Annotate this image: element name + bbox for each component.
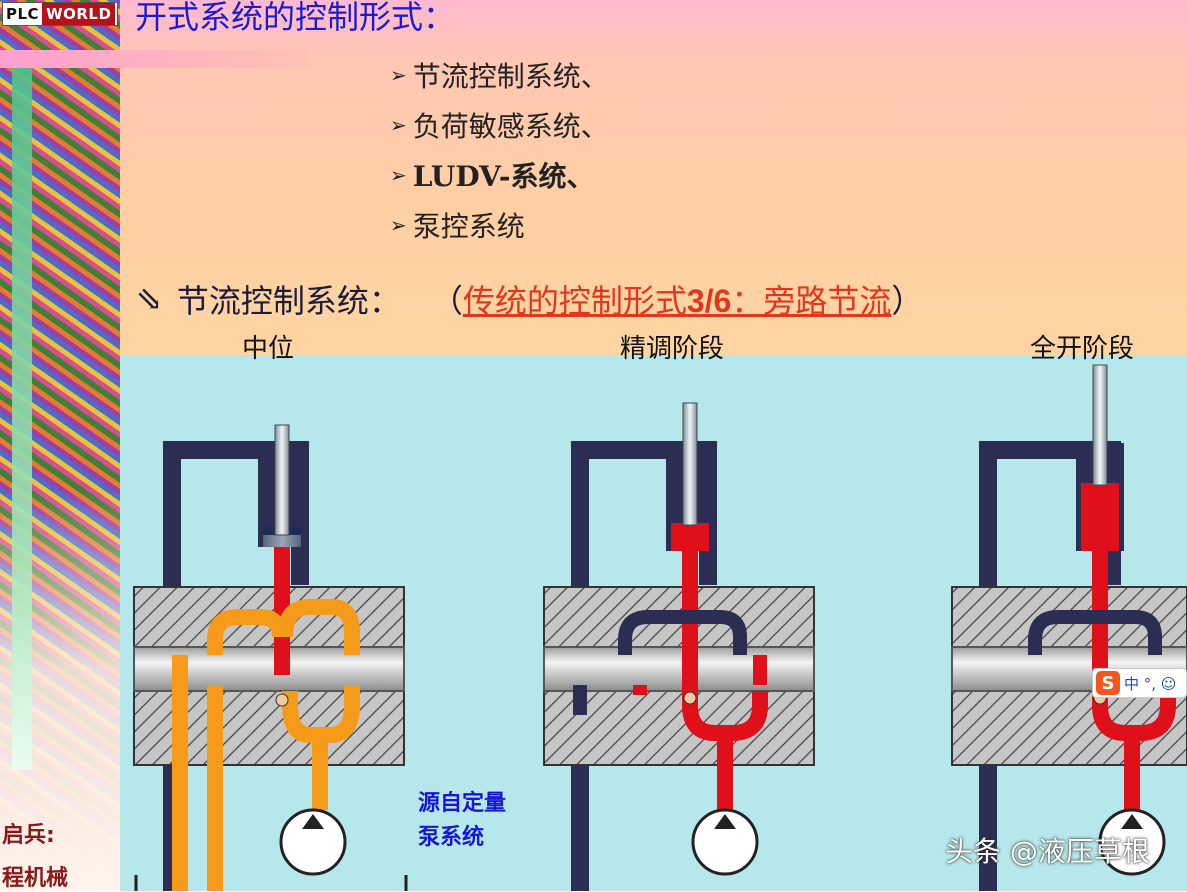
bullet-arrow-icon: ➢ [390, 63, 407, 87]
pump-arrow [714, 814, 736, 829]
piston-face [263, 535, 301, 547]
heading-close-paren: ） [891, 282, 924, 320]
source-note: 源自定量 泵系统 [418, 787, 506, 855]
highlight-num: 3/6 [686, 283, 732, 319]
spool [543, 646, 815, 692]
highlight-pre: 传统的控制形式 [462, 282, 687, 320]
cylinder-rod [682, 402, 698, 526]
title-underline-bar [0, 50, 310, 68]
heading-lead: 节流控制系统： [176, 282, 401, 320]
control-forms-list: ➢节流控制系统、 ➢负荷敏感系统、 ➢LUDV-系统、 ➢泵控系统 [390, 50, 609, 250]
valve-unit-full-open [951, 364, 1187, 891]
pump-arrow [302, 814, 324, 829]
logo-part-world: WORLD [42, 3, 116, 25]
side-org-text: 程机械 [2, 866, 69, 891]
source-line: 源自定量 [418, 791, 507, 816]
check-ball [275, 693, 289, 707]
heading-highlight: 传统的控制形式3/6：旁路节流 [463, 276, 892, 322]
plc-world-logo: PLC WORLD [2, 2, 118, 26]
highlight-post: ：旁路节流 [731, 282, 892, 320]
stage-label-neutral: 中位 [242, 334, 295, 364]
heading-open-paren: （ [430, 282, 463, 320]
bullet-arrow-icon: ➢ [390, 213, 407, 237]
pump-symbol [279, 808, 347, 876]
heading-arrow-icon: ⇘ [136, 280, 163, 318]
watermark: 头条 @液压草根 [945, 835, 1150, 868]
source-line: 泵系统 [418, 825, 485, 850]
ime-toolbar[interactable]: S 中 °, ☺ [1092, 668, 1187, 698]
list-item-text: LUDV-系统、 [412, 160, 595, 193]
cylinder-rod [274, 424, 290, 536]
section-heading: ⇘ 节流控制系统： （ 传统的控制形式3/6：旁路节流 ） [136, 276, 923, 322]
pump-symbol [691, 808, 759, 876]
stage-label-fine-adjust: 精调阶段 [620, 334, 725, 364]
return-channel [618, 610, 747, 655]
sidebar-green-bar [12, 60, 32, 770]
list-item-text: 负荷敏感系统、 [412, 110, 609, 143]
list-item: ➢泵控系统 [390, 200, 609, 250]
cylinder-pressure-chamber [1081, 483, 1119, 551]
bullet-arrow-icon: ➢ [390, 163, 407, 187]
return-channel [1028, 610, 1162, 655]
side-author-text: 启兵: [2, 823, 55, 848]
sogou-ime-icon[interactable]: S [1096, 671, 1120, 695]
list-item: ➢LUDV-系统、 [390, 150, 609, 200]
flow-line [277, 599, 360, 655]
pump-symbol [1098, 808, 1166, 876]
list-item-text: 泵控系统 [412, 210, 525, 243]
valve-unit-fine-adjust [543, 402, 815, 891]
check-ball [683, 691, 697, 705]
logo-part-plc: PLC [6, 5, 40, 23]
list-item: ➢节流控制系统、 [390, 50, 609, 100]
valve-unit-neutral [133, 424, 408, 891]
list-item: ➢负荷敏感系统、 [390, 100, 609, 150]
pressure-line [633, 655, 767, 695]
valve-diagrams [133, 364, 1187, 891]
bullet-arrow-icon: ➢ [390, 113, 407, 137]
flow-line [207, 609, 288, 655]
ime-status-text[interactable]: 中 °, ☺ [1124, 674, 1177, 693]
cylinder-pressure-chamber [671, 523, 709, 551]
slide-title: 开式系统的控制形式： [135, 0, 456, 36]
cylinder-rod [1092, 364, 1108, 486]
stage-label-full-open: 全开阶段 [1030, 334, 1135, 364]
list-item-text: 节流控制系统、 [412, 60, 609, 93]
pump-arrow [1121, 814, 1143, 829]
